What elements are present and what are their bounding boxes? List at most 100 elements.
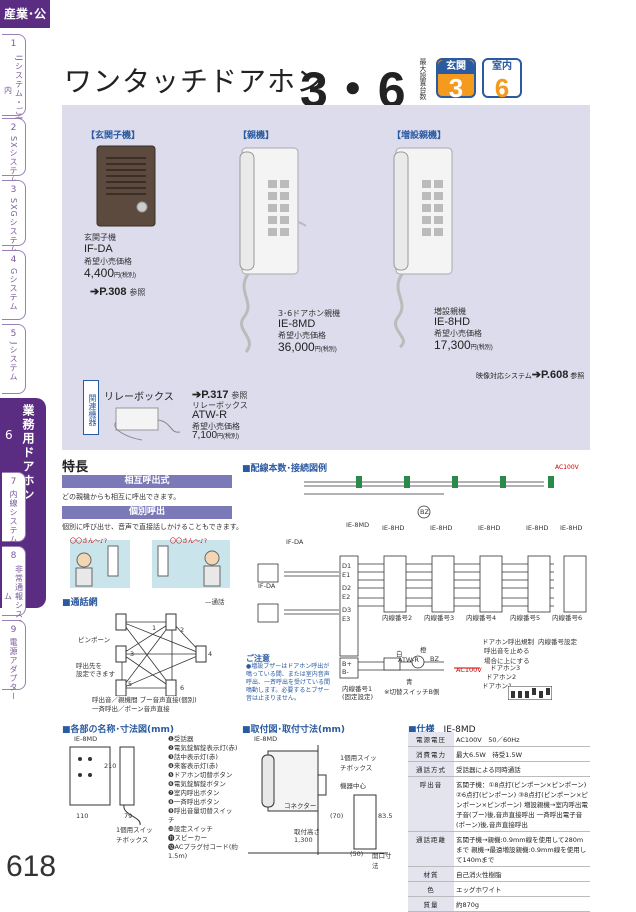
side-tab-label: 内線システム	[9, 490, 18, 544]
terminal-e2: E2	[342, 593, 351, 601]
parts-item: ❻電気錠解錠ボタン	[168, 780, 226, 788]
door-call-label: ドアホン呼出規制	[482, 638, 534, 646]
wiring-heading: 配線本数･接続図例	[242, 461, 328, 474]
network-diagram	[115, 613, 207, 696]
entrance-ref[interactable]: ➔P.308 参照	[90, 285, 145, 298]
spec-row: 材質自己消火性樹脂	[408, 866, 590, 882]
dip-switch-image	[508, 686, 552, 700]
spec-value: 玄関子機：①8点打(ピンポーン×ピンポーン) ②6点打(ピンポーン) ③8点打(…	[454, 776, 590, 832]
master-price-label: 希望小売価格	[278, 331, 326, 340]
page-ref-link[interactable]: ➔P.317	[192, 389, 229, 401]
extra-model: IE-8HD	[434, 316, 471, 328]
terminal-e3: E3	[342, 615, 351, 623]
parts-item: ⓬ACプラグ付コード(約1.5m)	[168, 843, 238, 860]
parts-item: ❹来客表示灯(赤)	[168, 762, 218, 770]
spec-value: 受話器による同時通話	[454, 761, 590, 777]
features-heading: 特長	[62, 456, 232, 477]
parts-item: ❼室内呼出ボタン	[168, 789, 220, 797]
parts-list: ❶受話器 ❷電気錠解錠表示灯(赤) ❸話中表示灯(赤) ❹来客表示灯(赤) ❺ド…	[168, 735, 238, 861]
caution-note: ご注意●増設ブザーはドアホン呼出が鳴っている間、または室内音声呼出、一斉呼出を受…	[246, 655, 332, 703]
wiring-extra-label: IE-8HD	[560, 524, 583, 532]
mount-dim-835: 83.5	[378, 812, 393, 820]
mount-connector-label: コネクター	[284, 802, 317, 810]
network-caption-1: 呼出先を	[76, 662, 102, 670]
network-caption-2: 設定できます	[76, 670, 115, 678]
network-node-2: 2	[180, 626, 185, 634]
spec-row: 消費電力最大6.5W 待受1.5W	[408, 746, 590, 762]
unit-setting-label: 内線番号設定	[538, 638, 577, 646]
video-ref[interactable]: 映像対応システム➔P.608 参照	[476, 368, 584, 381]
price-unit: 円(税別)	[470, 345, 493, 351]
mount-opening-label: 開口寸法	[372, 852, 392, 870]
badge-value: 3	[448, 73, 464, 103]
side-tab-label: IJシステム・ご案内	[3, 55, 24, 125]
unit-label-4: 内線番号4	[466, 614, 497, 622]
spec-value: AC100V 50／60Hz	[454, 732, 590, 747]
wiring-diagram	[257, 476, 587, 679]
spec-value: 約870g	[454, 896, 590, 912]
parts-model: IE-8MD	[74, 735, 98, 743]
network-node-6: 6	[180, 684, 185, 692]
wiring-master-label: IE-8MD	[346, 521, 370, 529]
spec-key: 電源電圧	[408, 732, 454, 747]
network-node-5: 5	[128, 680, 133, 688]
relay-model: ATW-R	[192, 409, 228, 421]
parts-item: ❷電気錠解錠表示灯(赤)	[168, 744, 238, 752]
master-price: 36,000円(税別)	[278, 340, 337, 354]
entrance-name: 玄関子機	[84, 233, 116, 242]
unit-label-6: 内線番号6	[552, 614, 583, 622]
mount-box-label: 1個用スイッチボックス	[340, 754, 377, 772]
fixed-unit-sub: (固定設定)	[342, 693, 374, 701]
side-tab-number: 9	[10, 625, 17, 635]
terminal-d2: D2	[342, 584, 352, 592]
relay-ref[interactable]: ➔P.317 参照	[192, 388, 247, 401]
spec-key: 材質	[408, 866, 454, 882]
relay-box-title: リレーボックス	[104, 392, 174, 403]
network-legend: —通話	[205, 598, 225, 606]
ac-label: AC100V	[456, 666, 482, 674]
unit-label-5: 内線番号5	[510, 614, 541, 622]
mount-heading: 取付図･取付寸法(mm)	[242, 722, 345, 735]
side-tab-number: 1	[10, 39, 17, 49]
price-value: 7,100	[192, 430, 218, 441]
page-ref-link[interactable]: ➔P.608	[531, 369, 569, 381]
speech-bubble-1: 〇〇さん～♪?	[70, 538, 108, 545]
mount-center-label: 機器中心	[340, 782, 366, 790]
price-unit: 円(税別)	[314, 347, 337, 353]
side-tab-number: 6	[5, 428, 13, 442]
parts-dim-depth: 79	[124, 812, 133, 820]
parts-heading: 各部の名称･寸法図(mm)	[62, 722, 174, 735]
spec-value: 最大6.5W 待受1.5W	[454, 746, 590, 762]
side-tab-number: 2	[10, 123, 17, 133]
price-value: 4,400	[84, 266, 115, 280]
side-tab-label: 非常通報システム	[3, 564, 24, 628]
network-bottom-text: 呼出音／親機間	[92, 696, 138, 704]
network-bottom-text: ブー音声直接(個別)	[139, 696, 197, 704]
terminal-b-plus: B+	[342, 660, 352, 668]
side-tab-label: SXGシステム	[9, 198, 18, 254]
page-ref-link[interactable]: ➔P.308	[90, 286, 127, 298]
page-number: 618	[6, 850, 57, 883]
relay-price-label: 希望小売価格	[192, 422, 240, 431]
relay-label: ATW-R	[398, 656, 419, 664]
ac-note: AC100V	[555, 464, 579, 471]
network-bottom-text: ポーン音声直接	[124, 705, 170, 713]
terminal-d3: D3	[342, 606, 352, 614]
extra-section-label: 【増設親機】	[392, 131, 447, 141]
price-value: 17,300	[434, 338, 471, 352]
color-blue: 青	[406, 678, 413, 686]
side-tab-number: 5	[10, 329, 17, 339]
color-orange: 橙	[420, 646, 427, 654]
spec-heading-text: 仕様	[416, 725, 435, 735]
fixed-unit-label: 内線番号1	[342, 685, 373, 693]
parts-item: ❿設定スイッチ	[168, 825, 213, 833]
